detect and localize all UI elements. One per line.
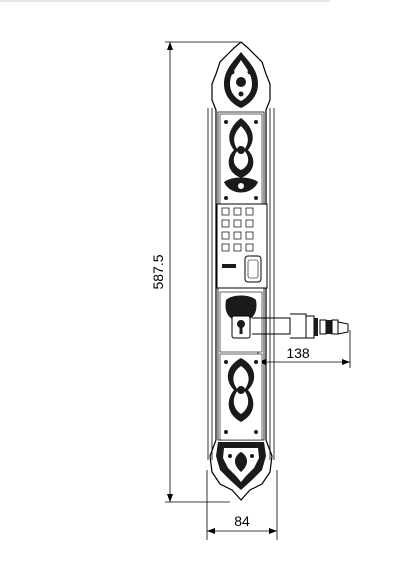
keypad-key[interactable] bbox=[245, 219, 254, 228]
keypad-key[interactable] bbox=[233, 231, 242, 240]
projection-dimension-label: 138 bbox=[286, 345, 310, 361]
crown-ornament bbox=[224, 52, 258, 108]
keypad-key[interactable] bbox=[245, 231, 254, 240]
width-dimension: 84 bbox=[206, 470, 278, 540]
keypad-key[interactable] bbox=[233, 207, 242, 216]
projection-dimension: 138 bbox=[257, 330, 351, 368]
lock-body bbox=[207, 41, 275, 501]
keypad-panel bbox=[216, 203, 268, 289]
keypad-key[interactable] bbox=[221, 219, 230, 228]
upper-ornament-panel bbox=[219, 113, 263, 205]
keypad-key[interactable] bbox=[233, 219, 242, 228]
keypad-key[interactable] bbox=[221, 243, 230, 252]
height-dimension-label: 587.5 bbox=[150, 254, 166, 289]
width-dimension-label: 84 bbox=[234, 513, 250, 529]
brand-mark bbox=[222, 264, 236, 268]
bottom-crest-ornament bbox=[216, 442, 266, 490]
handle-area bbox=[219, 291, 263, 353]
lever-handle[interactable] bbox=[252, 313, 349, 339]
keypad-key[interactable] bbox=[221, 207, 230, 216]
keypad-key[interactable] bbox=[245, 207, 254, 216]
height-dimension: 587.5 bbox=[150, 41, 240, 503]
keypad-key[interactable] bbox=[233, 243, 242, 252]
keypad-key[interactable] bbox=[245, 243, 254, 252]
keypad-key[interactable] bbox=[221, 231, 230, 240]
lower-ornament-panel bbox=[219, 353, 263, 441]
keyhole-icon[interactable] bbox=[231, 315, 251, 339]
fingerprint-icon[interactable] bbox=[244, 255, 262, 283]
keypad-keys bbox=[221, 207, 254, 252]
